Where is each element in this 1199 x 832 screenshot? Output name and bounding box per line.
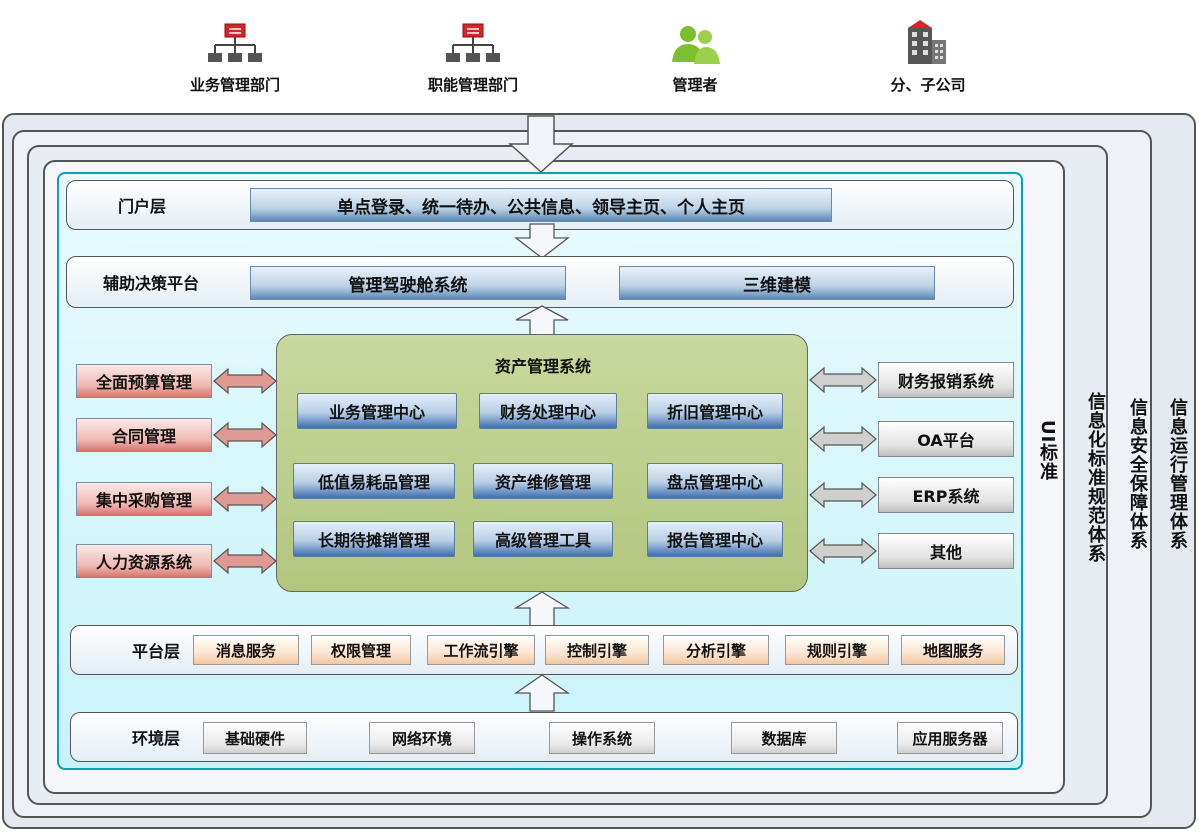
user-分子公司: 分、子公司 xyxy=(868,18,988,100)
module-finance-center: 财务处理中心 xyxy=(479,393,617,429)
left-system-hr: 人力资源系统 xyxy=(76,544,212,578)
portal-layer: 门户层 单点登录、统一待办、公共信息、领导主页、个人主页 xyxy=(66,180,1014,230)
module-long-term-amortization: 长期待摊销管理 xyxy=(293,521,455,557)
down-arrow-icon xyxy=(508,115,574,174)
users-icon xyxy=(672,26,720,64)
platform-item-permission: 权限管理 xyxy=(311,635,411,665)
double-arrow-icon xyxy=(809,366,877,394)
3d-modeling: 三维建模 xyxy=(619,266,935,300)
env-item-app-server: 应用服务器 xyxy=(897,722,1003,754)
left-system-procurement: 集中采购管理 xyxy=(76,482,212,516)
user-label: 分、子公司 xyxy=(890,75,966,94)
left-system-contract: 合同管理 xyxy=(76,418,212,452)
platform-item-workflow: 工作流引擎 xyxy=(427,635,535,665)
right-system-oa: OA平台 xyxy=(878,421,1014,457)
left-system-budget: 全面预算管理 xyxy=(76,364,212,398)
platform-item-map: 地图服务 xyxy=(901,635,1005,665)
up-arrow-icon xyxy=(513,674,571,712)
env-item-network: 网络环境 xyxy=(369,722,475,754)
layer-label: 门户层 xyxy=(117,197,166,216)
double-arrow-icon xyxy=(809,537,877,565)
env-item-hardware: 基础硬件 xyxy=(203,722,307,754)
double-arrow-icon xyxy=(213,421,277,449)
right-system-erp: ERP系统 xyxy=(878,477,1014,513)
layer-label: 辅助决策平台 xyxy=(102,274,199,293)
module-depreciation-center: 折旧管理中心 xyxy=(647,393,783,429)
double-arrow-icon xyxy=(809,481,877,509)
asset-management-system: 资产管理系统 业务管理中心 财务处理中心 折旧管理中心 低值易耗品管理 资产维修… xyxy=(276,334,808,592)
environment-layer: 环境层 基础硬件 网络环境 操作系统 数据库 应用服务器 xyxy=(70,712,1018,762)
up-arrow-icon xyxy=(515,305,569,337)
org-chart-icon xyxy=(446,23,500,62)
env-item-database: 数据库 xyxy=(731,722,837,754)
decision-layer: 辅助决策平台 管理驾驶舱系统 三维建模 xyxy=(66,256,1014,308)
module-low-value-consumables: 低值易耗品管理 xyxy=(293,463,455,499)
double-arrow-icon xyxy=(213,547,277,575)
frame-label-info-operation: 信息运行管理体系 xyxy=(1167,398,1188,550)
double-arrow-icon xyxy=(213,367,277,395)
user-label: 业务管理部门 xyxy=(189,75,280,94)
user-管理者: 管理者 xyxy=(640,20,750,100)
frame-label-info-security: 信息安全保障体系 xyxy=(1127,398,1148,550)
user-业务管理部门: 业务管理部门 xyxy=(170,20,300,100)
building-icon xyxy=(908,20,946,64)
module-inventory-center: 盘点管理中心 xyxy=(647,463,783,499)
right-system-expense: 财务报销系统 xyxy=(878,362,1014,398)
frame-label-info-standard: 信息化标准规范体系 xyxy=(1085,392,1106,563)
core-title: 资产管理系统 xyxy=(494,357,591,376)
user-label: 职能管理部门 xyxy=(427,75,518,94)
user-职能管理部门: 职能管理部门 xyxy=(408,20,538,100)
cockpit-system: 管理驾驶舱系统 xyxy=(250,266,566,300)
module-report-center: 报告管理中心 xyxy=(647,521,783,557)
env-item-os: 操作系统 xyxy=(549,722,655,754)
down-arrow-icon xyxy=(514,223,570,259)
module-advanced-tools: 高级管理工具 xyxy=(473,521,613,557)
layer-label: 平台层 xyxy=(131,642,180,661)
platform-item-message: 消息服务 xyxy=(193,635,299,665)
module-business-center: 业务管理中心 xyxy=(297,393,457,429)
platform-item-control: 控制引擎 xyxy=(545,635,649,665)
double-arrow-icon xyxy=(213,485,277,513)
platform-item-analysis: 分析引擎 xyxy=(663,635,769,665)
double-arrow-icon xyxy=(809,425,877,453)
platform-layer: 平台层 消息服务 权限管理 工作流引擎 控制引擎 分析引擎 规则引擎 地图服务 xyxy=(70,625,1018,675)
frame-label-ui-standard: UI标准 xyxy=(1037,420,1058,482)
up-arrow-icon xyxy=(513,591,571,627)
org-chart-icon xyxy=(208,23,262,62)
portal-content: 单点登录、统一待办、公共信息、领导主页、个人主页 xyxy=(250,188,832,222)
right-system-other: 其他 xyxy=(878,533,1014,569)
module-asset-maintenance: 资产维修管理 xyxy=(473,463,613,499)
platform-item-rules: 规则引擎 xyxy=(785,635,889,665)
layer-label: 环境层 xyxy=(131,729,180,748)
user-label: 管理者 xyxy=(672,75,718,94)
